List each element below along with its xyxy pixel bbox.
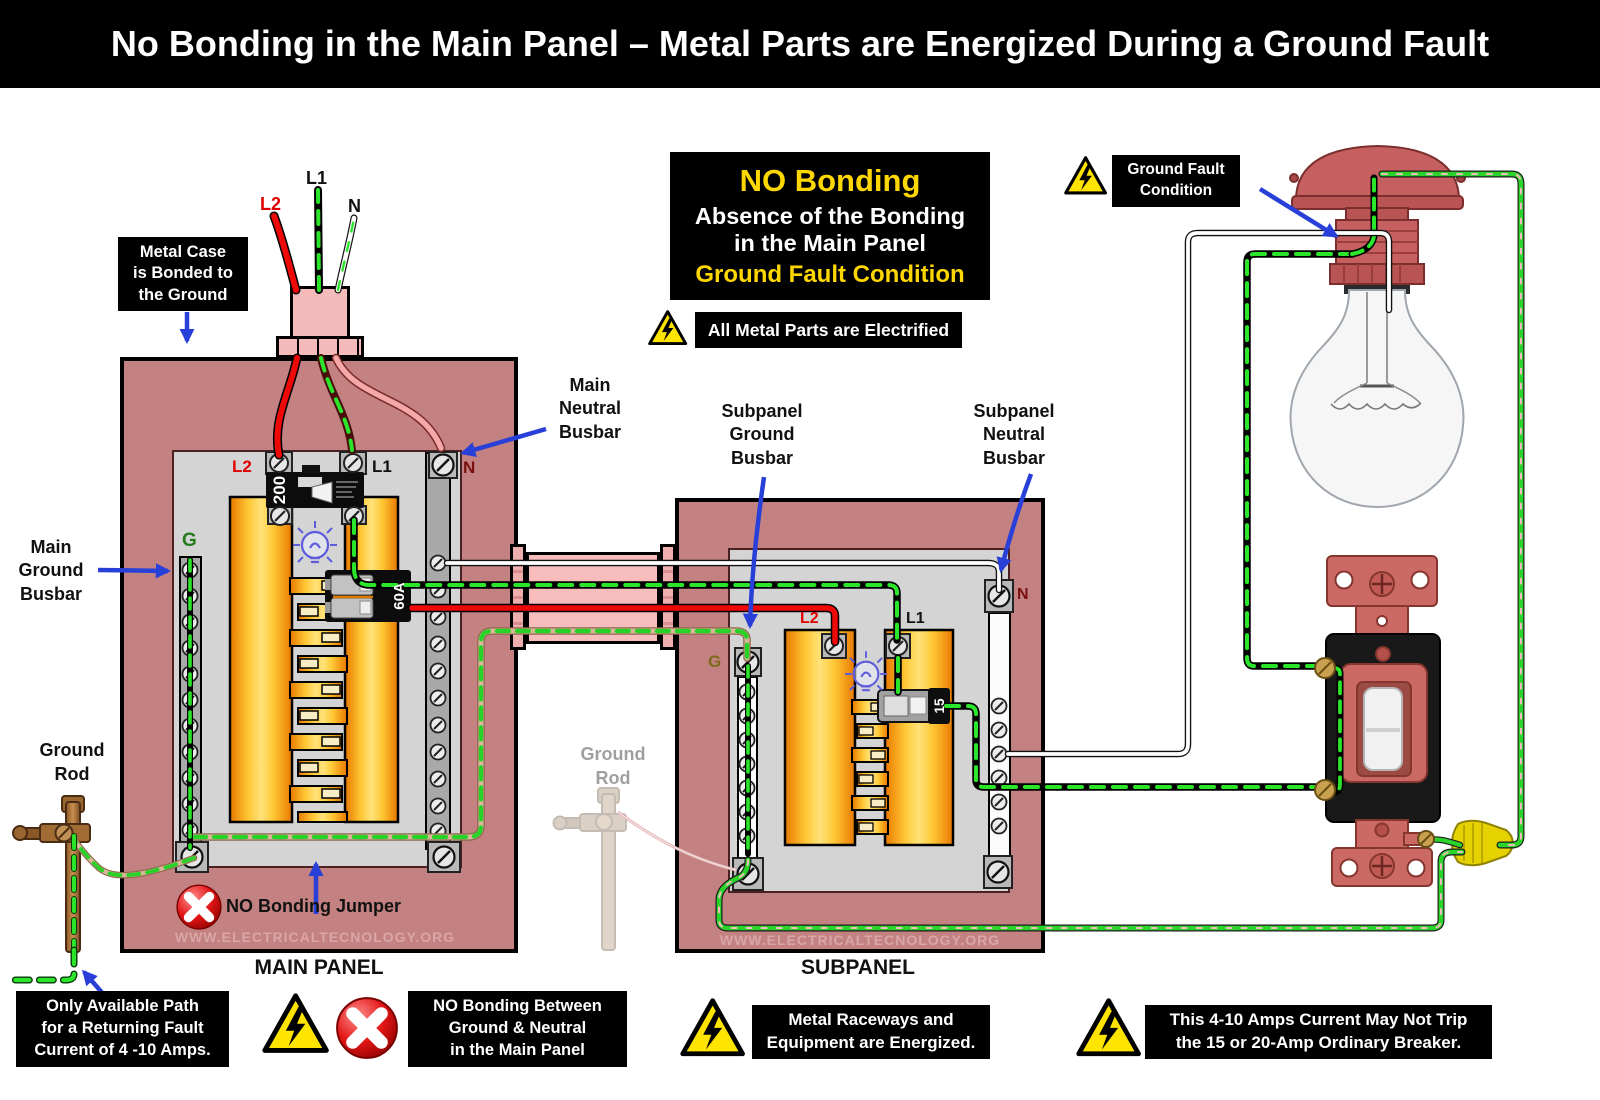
service-conduit [290,286,350,340]
label-main-n: N [463,458,476,477]
ceiling-fixture [1289,144,1466,285]
page-title: No Bonding in the Main Panel – Metal Par… [110,23,1490,64]
website-main-panel: WWW.ELECTRICALTECNOLOGY.ORG [174,929,456,945]
callout-subpanel-ground-busbar: Subpanel Ground Busbar [721,401,803,468]
light-switch [1325,555,1441,887]
subpanel-neutral-busbar-strip [988,612,1011,858]
raceway-flange-right [660,544,676,650]
feeder-breaker-rating: 60A [390,582,408,610]
label-service-l1: L1 [306,168,328,188]
raceway-flange-left [510,544,526,650]
ground-rod-main [12,795,91,953]
service-conduit-collar [276,336,364,358]
callout-all-metal: All Metal Parts are Electrified [695,312,962,348]
footnote-breaker-trip: This 4-10 Amps Current May Not Trip the … [1145,1005,1492,1059]
label-service-l2: L2 [260,194,282,214]
label-main-g: G [182,530,197,551]
caption-subpanel: SUBPANEL [801,956,915,979]
callout-subpanel-neutral-busbar: Subpanel Neutral Busbar [973,401,1055,468]
info-heading: NO Bonding [739,163,921,198]
callout-ground-rod-subpanel: Ground Rod [580,744,646,789]
light-bulb [1289,282,1465,509]
website-subpanel: WWW.ELECTRICALTECNOLOGY.ORG [719,932,1001,948]
subpanel-ground-busbar-strip [737,676,758,860]
label-main-l1: L1 [372,457,392,476]
label-sub-n: N [1017,586,1029,603]
branch-breaker-rating: 15 [931,698,947,714]
footnote-only-path: Only Available Path for a Returning Faul… [16,991,229,1067]
footnote-raceways: Metal Raceways and Equipment are Energiz… [752,1005,990,1059]
main-ground-busb​ar-strip [179,556,202,848]
main-neutral-busbar-strip [425,452,451,850]
callout-metal-case: Metal Case is Bonded to the Ground [118,237,248,311]
callout-ground-rod-main: Ground Rod [39,740,105,785]
switch-terminals [1314,657,1435,848]
main-panel-interior [172,450,462,868]
callout-main-ground-busbar: Main Ground Busbar [18,537,84,604]
metal-raceway [526,552,660,644]
callout-no-bonding-jumper: NO Bonding Jumper [226,896,401,916]
ground-rod-subpanel [552,787,627,951]
info-footer: Ground Fault Condition [695,261,965,288]
label-service-n: N [348,196,361,216]
label-sub-l2: L2 [800,610,819,627]
caption-main-panel: MAIN PANEL [254,956,384,979]
callout-main-neutral-busbar: Main Neutral Busbar [558,375,621,442]
label-sub-g: G [708,652,722,671]
label-sub-l1: L1 [906,610,925,627]
subpanel-interior [728,548,1010,893]
footnote-no-bonding: NO Bonding Between Ground & Neutral in t… [408,991,627,1067]
info-box-no-bonding: NO Bonding Absence of the Bonding in the… [670,152,990,300]
callout-ground-fault: Ground Fault Condition [1112,155,1240,207]
main-breaker-rating: 200 [270,475,289,505]
title-bar: No Bonding in the Main Panel – Metal Par… [0,0,1600,88]
label-main-l2: L2 [232,457,252,476]
wire-nut [1451,819,1514,867]
